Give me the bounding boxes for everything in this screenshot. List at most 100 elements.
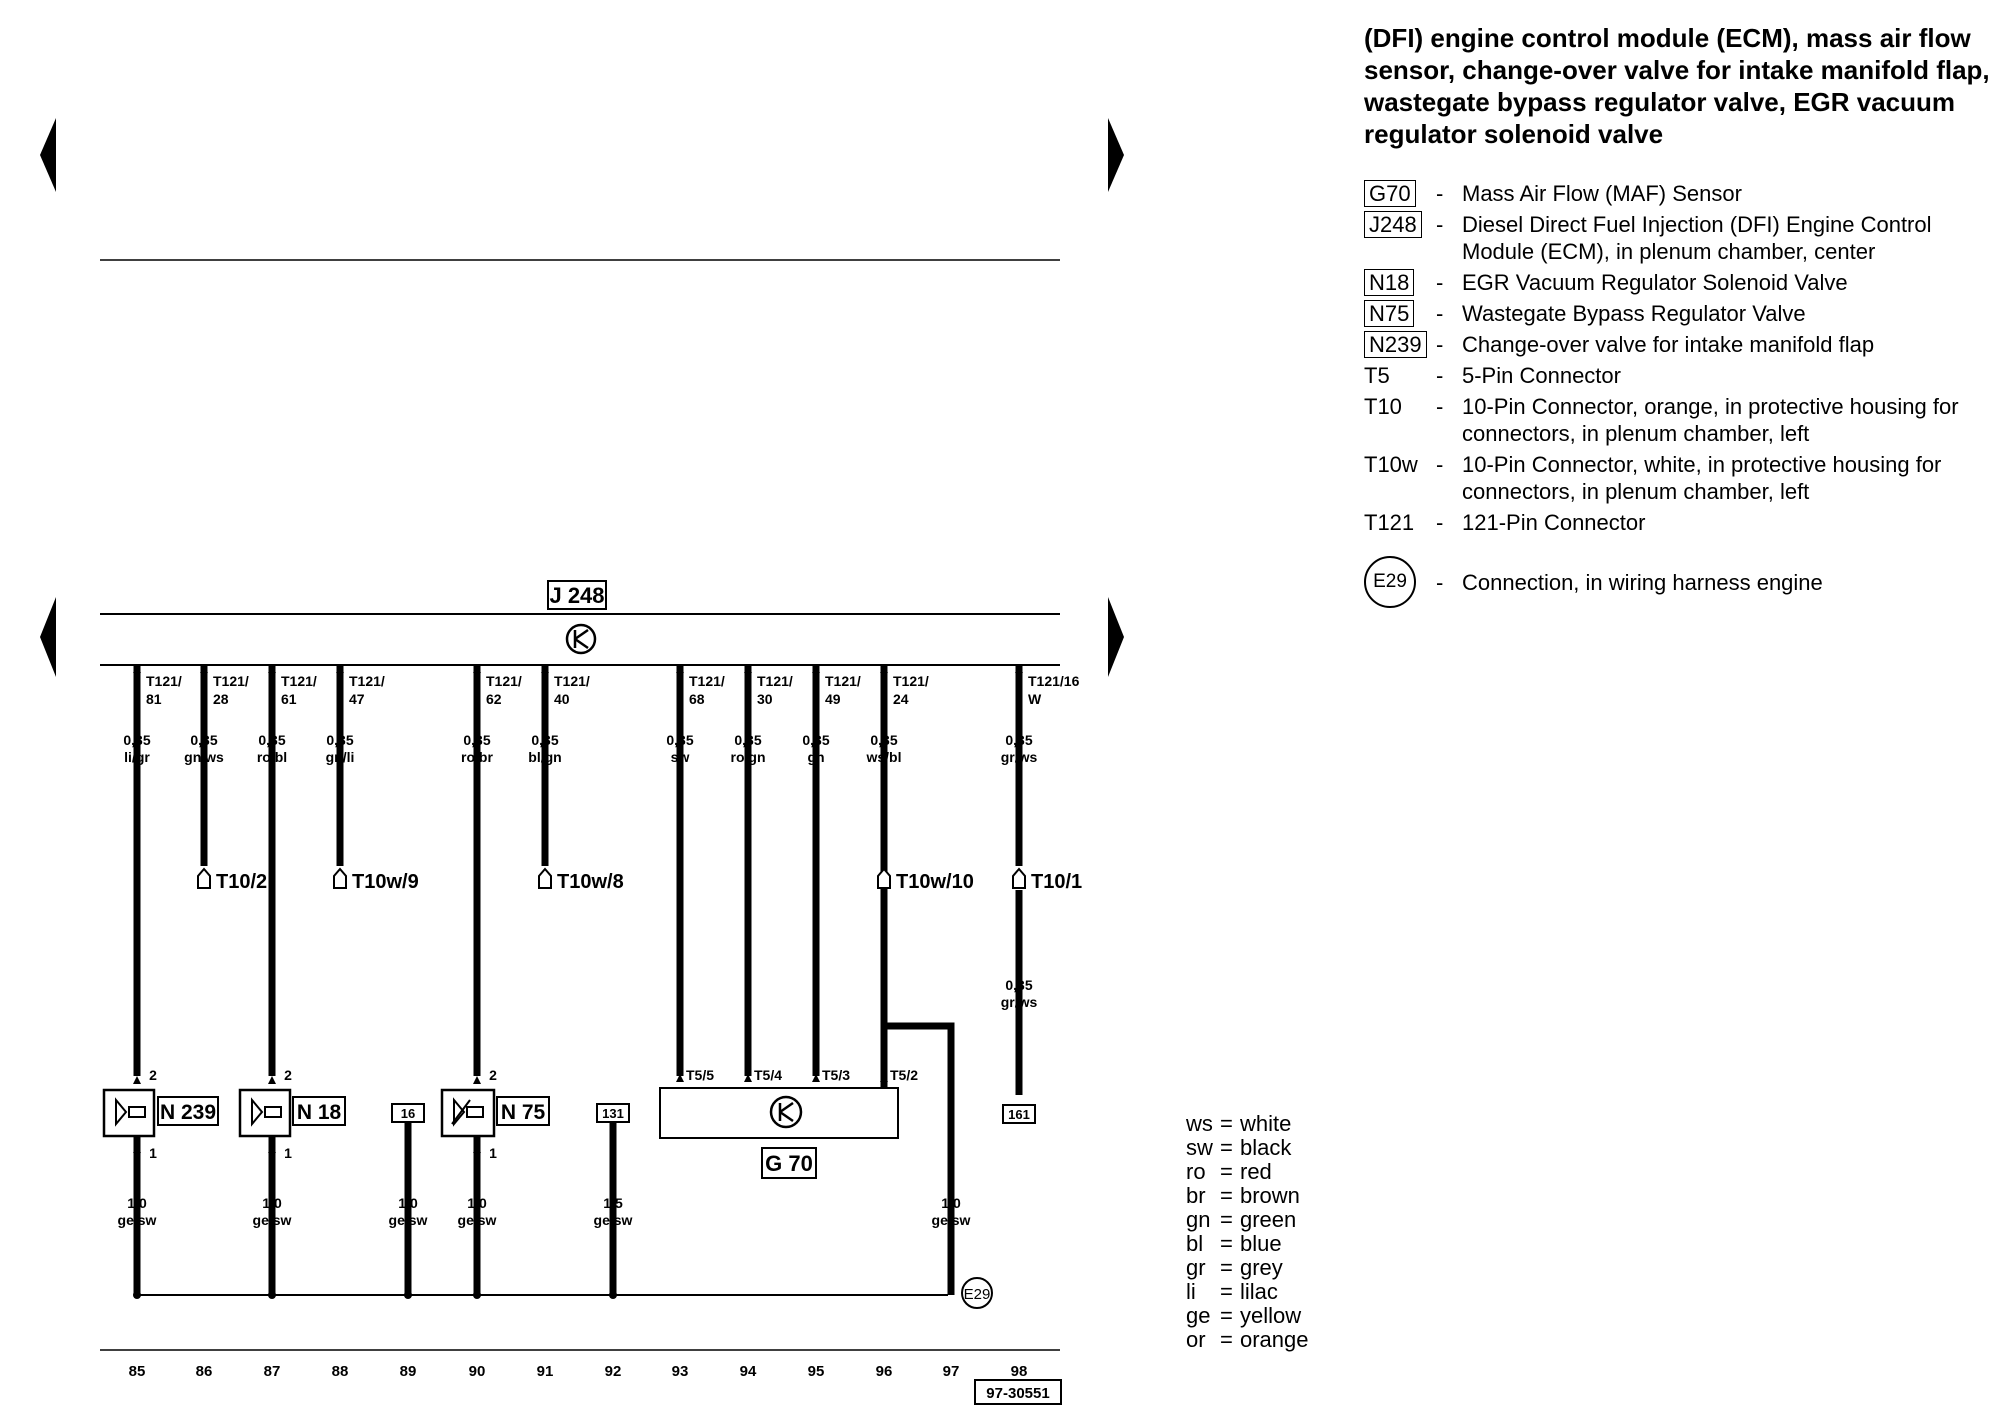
color-code-row: sw=black [1186, 1136, 1309, 1160]
arrow-down [541, 672, 549, 680]
legend-row: T10w-10-Pin Connector, white, in protect… [1364, 451, 1994, 505]
reference-label: 16 [401, 1106, 415, 1121]
connector-label: T10w/9 [352, 871, 419, 893]
legend-dash: - [1436, 452, 1444, 477]
wire-size: 0,35 [123, 732, 150, 748]
ground-wire-size: 1,0 [467, 1195, 487, 1211]
color-abbr: gr [1186, 1255, 1206, 1280]
track-number: 88 [332, 1363, 349, 1380]
arrow-down [676, 672, 684, 680]
legend-row: N18-EGR Vacuum Regulator Solenoid Valve [1364, 269, 1994, 296]
arrow-down [133, 1152, 141, 1160]
wire-color: sw [671, 749, 690, 765]
ground-wire-color: ge/sw [253, 1212, 292, 1228]
color-code-row: br=brown [1186, 1184, 1309, 1208]
legend-code: J248 [1364, 211, 1436, 265]
legend-code: T121 [1364, 510, 1415, 535]
legend-desc: 10-Pin Connector, orange, in protective … [1462, 394, 1959, 446]
legend-code: T10w [1364, 452, 1418, 477]
track-number: 85 [129, 1363, 146, 1380]
ground-wire-color: ge/sw [594, 1212, 633, 1228]
sensor-pin-label: T5/3 [822, 1067, 850, 1083]
track-number: 89 [400, 1363, 417, 1380]
track-number: 97 [943, 1363, 960, 1380]
g70-label: G 70 [765, 1151, 813, 1176]
arrow-up [133, 1076, 141, 1084]
nav-arrow-right-bottom[interactable] [1108, 597, 1124, 677]
pin-number: 1 [489, 1145, 497, 1161]
arrow-down [133, 672, 141, 680]
ground-wire-size: 1,0 [941, 1195, 961, 1211]
ground-label: E29 [964, 1286, 991, 1303]
legend-dash: - [1436, 270, 1444, 295]
track-number: 93 [672, 1363, 689, 1380]
color-equals: = [1220, 1207, 1233, 1232]
ground-wire-loop [880, 1022, 955, 1295]
pin-number: 2 [149, 1067, 157, 1083]
arrow-up [473, 1076, 481, 1084]
wire-size: 0,35 [531, 732, 558, 748]
pin-number: 81 [146, 691, 162, 707]
pin-label: T121/ [213, 673, 249, 689]
color-name: grey [1240, 1255, 1283, 1280]
wire-color: li/gr [124, 749, 150, 765]
pin-number: W [1028, 691, 1042, 707]
track-number: 91 [537, 1363, 554, 1380]
legend-row: N75-Wastegate Bypass Regulator Valve [1364, 300, 1994, 327]
connector-label: T10/1 [1031, 871, 1082, 893]
nav-arrow-right-top[interactable] [1108, 118, 1124, 192]
ground-wire-color: ge/sw [932, 1212, 971, 1228]
pin-label: T121/ [486, 673, 522, 689]
sensor-pin-label: T5/4 [754, 1067, 782, 1083]
track-number: 98 [1011, 1363, 1028, 1380]
wire-color: ws/bl [865, 749, 901, 765]
n18-component: N 18 [238, 1088, 346, 1138]
pin-number: 49 [825, 691, 841, 707]
legend-dash: - [1436, 301, 1444, 326]
connection-code: E29 [1364, 556, 1416, 608]
color-code-row: gn=green [1186, 1208, 1309, 1232]
color-abbr: sw [1186, 1135, 1213, 1160]
legend-desc: Mass Air Flow (MAF) Sensor [1462, 181, 1742, 206]
color-name: black [1240, 1135, 1292, 1160]
connector-label: T10w/8 [557, 871, 624, 893]
nav-arrow-left-bottom[interactable] [40, 597, 56, 677]
arrow-up [268, 1076, 276, 1084]
color-name: lilac [1240, 1279, 1278, 1304]
legend-code: N239 [1364, 331, 1436, 358]
color-abbr: ro [1186, 1159, 1206, 1184]
pin-label: T121/ [757, 673, 793, 689]
pin-number: 28 [213, 691, 229, 707]
n75-label: N 75 [501, 1101, 546, 1124]
sensor-pin-label: T5/2 [890, 1067, 918, 1083]
color-equals: = [1220, 1183, 1233, 1208]
n75-component: N 75 [440, 1088, 550, 1138]
pin-label: T121/ [281, 673, 317, 689]
wire-size: 0,35 [734, 732, 761, 748]
wire-color: gr/ws [1001, 994, 1038, 1010]
color-equals: = [1220, 1279, 1233, 1304]
g70-sensor: G 70 [659, 1087, 899, 1179]
reference-label: 131 [602, 1106, 624, 1121]
legend-row: T5-5-Pin Connector [1364, 362, 1994, 389]
wire-size: 0,35 [463, 732, 490, 748]
legend-row: G70-Mass Air Flow (MAF) Sensor [1364, 180, 1994, 207]
wire-color: gn [807, 749, 824, 765]
color-code-row: gr = grey [1186, 1256, 1309, 1280]
connector-icon [538, 867, 552, 889]
n239-component: N 239 [102, 1088, 219, 1138]
ecm-label-box [547, 580, 607, 610]
wire-size: 0,35 [1005, 977, 1032, 993]
nav-arrow-left-top[interactable] [40, 118, 56, 192]
color-equals: = [1220, 1255, 1233, 1280]
connector-label: T10/2 [216, 871, 267, 893]
color-name: green [1240, 1207, 1297, 1232]
arrow-up [744, 1074, 752, 1082]
color-abbr: li [1186, 1279, 1196, 1304]
reference-label: 161 [1008, 1107, 1030, 1122]
wire-color: gn/ws [184, 749, 224, 765]
pin-number: 61 [281, 691, 297, 707]
color-name: orange [1240, 1327, 1309, 1352]
